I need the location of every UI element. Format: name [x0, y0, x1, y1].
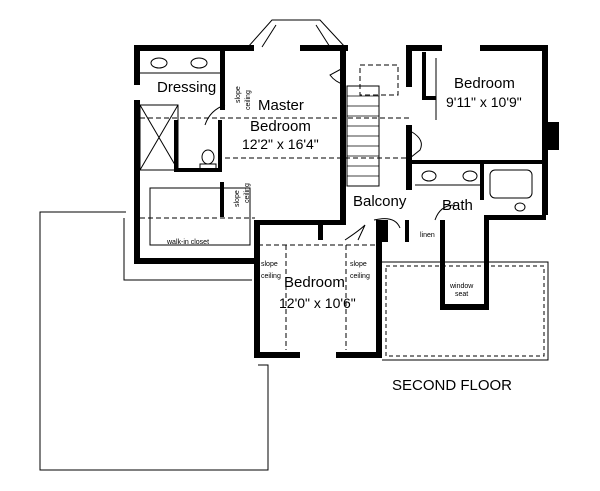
room-size-master: 12'2" x 16'4": [242, 136, 319, 152]
left-roof-line: [123, 218, 252, 281]
room-size-bedroom-right: 9'11" x 10'9": [446, 94, 522, 110]
left-porch-outline: [39, 211, 269, 471]
room-label-bath: Bath: [442, 197, 473, 214]
ceiling-note-master-bottom: ceiling: [244, 183, 251, 203]
room-size-bedroom-lower: 12'0" x 10'6": [279, 295, 356, 311]
slope-note-right-1: slope: [350, 261, 367, 268]
slope-note-master-bottom: slope: [234, 190, 241, 207]
room-label-balcony: Balcony: [353, 193, 407, 210]
ceiling-note-master-top: ceiling: [245, 90, 252, 110]
slope-note-master-top: slope: [235, 86, 242, 103]
room-label-dressing: Dressing: [157, 79, 217, 96]
ceiling-note-right-1: ceiling: [350, 273, 370, 280]
walls: [134, 45, 559, 358]
bay-window: [247, 19, 346, 48]
room-label-bedroom-right: Bedroom: [454, 75, 515, 92]
right-deck-inner: [385, 265, 545, 357]
floor-title: SECOND FLOOR: [392, 377, 513, 394]
ceiling-note-left-1: ceiling: [261, 273, 281, 280]
slope-note-left-1: slope: [261, 261, 278, 268]
room-label-linen: linen: [420, 232, 435, 239]
room-label-bedroom-lower: Bedroom: [284, 274, 345, 291]
room-label-master-2: Bedroom: [250, 118, 311, 135]
window-seat-label-1: window: [450, 283, 474, 290]
room-label-walk-in-closet: walk-in closet: [167, 239, 210, 246]
window-seat-label-2: seat: [455, 291, 469, 298]
room-label-master-1: Master: [258, 97, 304, 114]
right-deck-outline: [382, 261, 549, 361]
